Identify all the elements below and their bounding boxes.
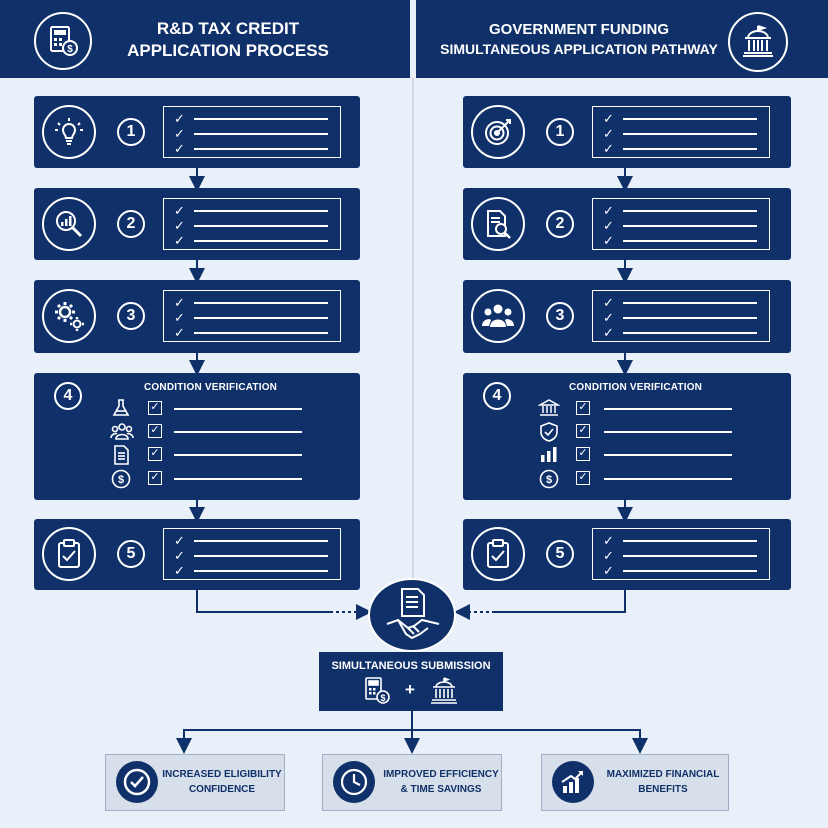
step-number: 4 (483, 382, 511, 410)
checkmark-circle-icon (116, 761, 158, 803)
right-step-4: 4 CONDITION VERIFICATION ✓ ✓ ✓ $ ✓ (463, 373, 791, 500)
left-step-1: 1 ✓ ✓ ✓ (34, 96, 360, 168)
outcome-line2: BENEFITS (638, 783, 688, 795)
outcome-line1: INCREASED ELIGIBILITY (162, 769, 282, 780)
header-divider (410, 0, 416, 78)
outcome-line1: MAXIMIZED FINANCIAL (606, 769, 720, 780)
calculator-dollar-icon: $ (365, 677, 390, 704)
right-step-5: 5 ✓ ✓ ✓ (463, 519, 791, 590)
team-icon (110, 423, 134, 440)
left-header-title: R&D TAX CREDIT (156, 19, 300, 38)
calculator-dollar-icon: $ (34, 12, 92, 70)
government-building-icon (728, 12, 788, 72)
outcome-line2: CONFIDENCE (188, 783, 256, 795)
left-header: $ R&D TAX CREDIT APPLICATION PROCESS (0, 0, 410, 78)
outcome-eligibility: INCREASED ELIGIBILITY CONFIDENCE (105, 754, 285, 811)
step-number: 3 (117, 302, 145, 330)
left-step-3: 3 ✓ ✓ ✓ (34, 280, 360, 353)
checklist-panel: ✓ ✓ ✓ (163, 528, 341, 580)
document-search-icon (471, 197, 525, 251)
outcome-line2: & TIME SAVINGS (400, 783, 482, 795)
gears-icon (42, 289, 96, 343)
right-header-subtitle: SIMULTANEOUS APPLICATION PATHWAY (440, 40, 718, 57)
submission-title: SIMULTANEOUS SUBMISSION (331, 660, 491, 672)
svg-text:$: $ (67, 44, 73, 55)
right-header-title: GOVERNMENT FUNDING (489, 21, 669, 38)
right-step-2: 2 ✓ ✓ ✓ (463, 188, 791, 260)
people-group-icon (471, 289, 525, 343)
right-step-3: 3 ✓ ✓ ✓ (463, 280, 791, 353)
left-header-subtitle: APPLICATION PROCESS (127, 41, 329, 61)
document-icon (114, 445, 129, 465)
shield-check-icon (540, 422, 558, 442)
target-icon (471, 105, 525, 159)
growth-chart-icon (552, 761, 594, 803)
outcome-line1: IMPROVED EFFICIENCY (383, 769, 499, 780)
checklist-panel: ✓ ✓ ✓ (592, 198, 770, 250)
simultaneous-submission-box: SIMULTANEOUS SUBMISSION $ + (319, 652, 503, 711)
checklist-panel: ✓ ✓ ✓ (163, 106, 341, 158)
left-step-5: 5 ✓ ✓ ✓ (34, 519, 360, 590)
left-step-4: 4 CONDITION VERIFICATION ✓ ✓ ✓ $ ✓ (34, 373, 360, 500)
government-building-icon (431, 677, 457, 704)
step-number: 2 (546, 210, 574, 238)
center-divider (412, 78, 414, 638)
right-header: GOVERNMENT FUNDING SIMULTANEOUS APPLICAT… (416, 0, 828, 78)
step-number: 1 (546, 118, 574, 146)
outcome-efficiency: IMPROVED EFFICIENCY & TIME SAVINGS (322, 754, 502, 811)
bar-chart-icon (541, 447, 557, 462)
plus-sign: + (405, 680, 415, 699)
dollar-coin-icon: $ (539, 469, 559, 489)
outcome-financial: MAXIMIZED FINANCIAL BENEFITS (541, 754, 729, 811)
dollar-coin-icon: $ (111, 469, 131, 489)
flask-icon (112, 399, 130, 416)
step-number: 4 (54, 382, 82, 410)
clipboard-check-icon (471, 527, 525, 581)
checklist-panel: ✓ ✓ ✓ (163, 290, 341, 342)
svg-text:$: $ (380, 693, 385, 703)
magnifier-chart-icon (42, 197, 96, 251)
step-number: 5 (117, 540, 145, 568)
svg-text:$: $ (118, 474, 124, 486)
left-step-2: 2 ✓ ✓ ✓ (34, 188, 360, 260)
step-number: 3 (546, 302, 574, 330)
handshake-document-icon (368, 578, 456, 652)
step-number: 2 (117, 210, 145, 238)
checklist-panel: ✓ ✓ ✓ (163, 198, 341, 250)
condition-verification-title: CONDITION VERIFICATION (569, 382, 703, 393)
checklist-panel: ✓ ✓ ✓ (592, 106, 770, 158)
step-number: 1 (117, 118, 145, 146)
clock-icon (333, 761, 375, 803)
clipboard-check-icon (42, 527, 96, 581)
svg-text:$: $ (546, 474, 552, 486)
step-number: 5 (546, 540, 574, 568)
right-step-1: 1 ✓ ✓ ✓ (463, 96, 791, 168)
checklist-panel: ✓ ✓ ✓ (592, 528, 770, 580)
condition-verification-title: CONDITION VERIFICATION (144, 382, 278, 393)
government-building-icon (538, 399, 560, 416)
checklist-panel: ✓ ✓ ✓ (592, 290, 770, 342)
lightbulb-icon (42, 105, 96, 159)
